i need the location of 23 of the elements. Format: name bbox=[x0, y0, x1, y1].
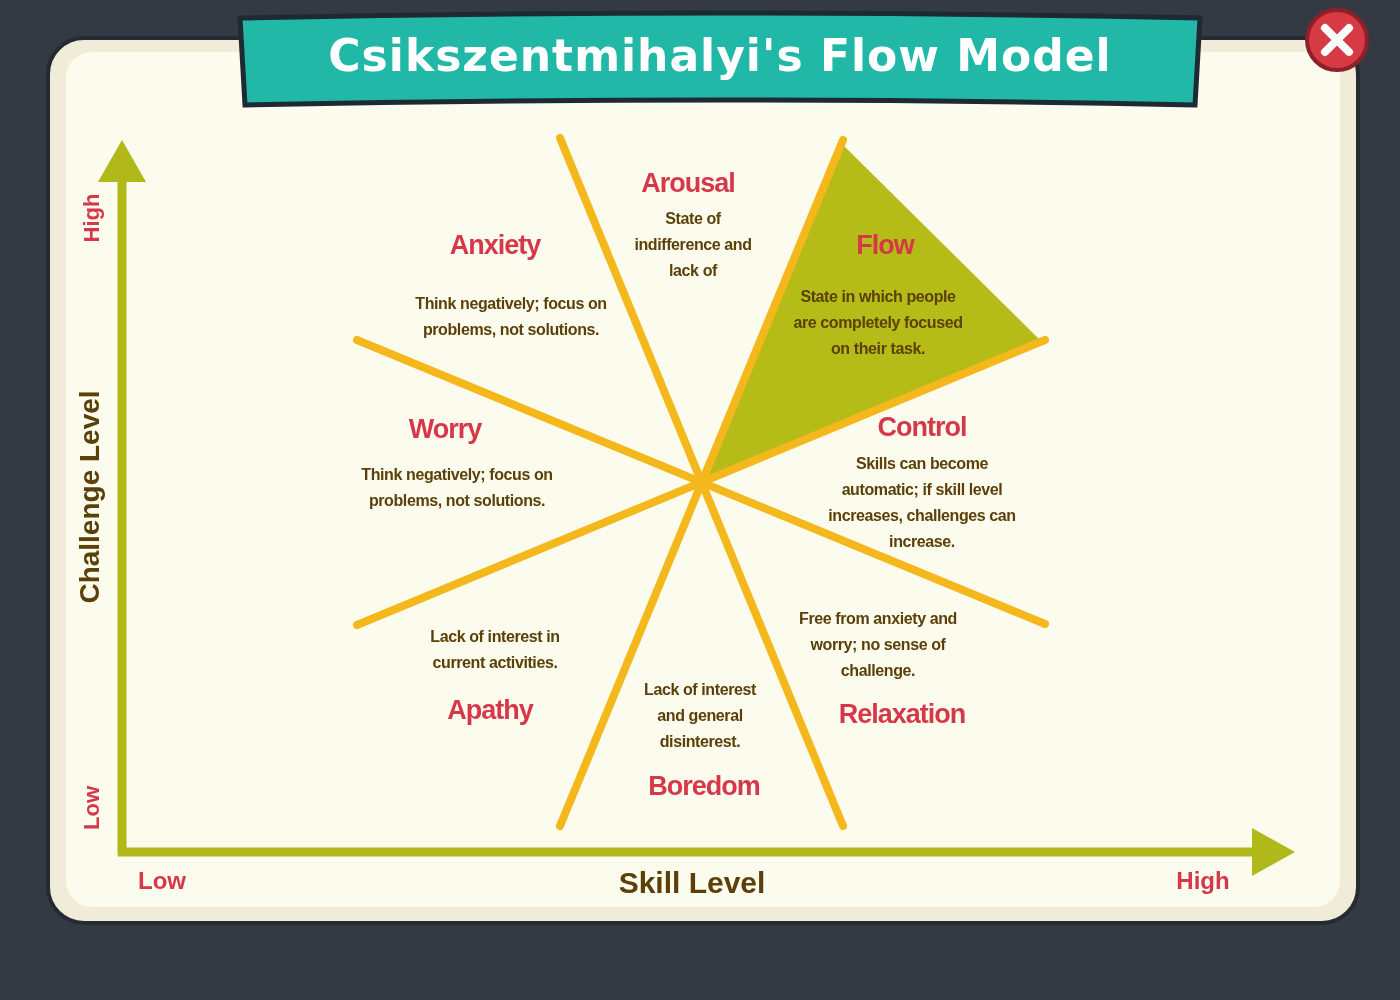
sector-heading: Flow bbox=[856, 229, 914, 261]
sector-heading: Control bbox=[877, 411, 967, 443]
sector-description: Think negatively; focus on problems, not solutions. bbox=[360, 465, 554, 511]
diagram-title: Csikszentmihalyi's Flow Model bbox=[328, 29, 1112, 81]
sector-description: State in which people are completely focused on their task. bbox=[792, 287, 964, 359]
sector-heading: Anxiety bbox=[449, 229, 541, 261]
sector-description: Lack of interest in current activities. bbox=[429, 627, 561, 673]
axis-end-label: Low bbox=[138, 867, 186, 895]
sector-heading: Relaxation bbox=[838, 698, 966, 730]
sector-description: Lack of interest and general disinterest. bbox=[643, 680, 757, 752]
axis-end-label: High bbox=[79, 193, 105, 243]
axis-title: Skill Level bbox=[618, 866, 766, 900]
sector-description: Think negatively; focus on problems, not solutions. bbox=[414, 294, 608, 340]
sector-heading: Worry bbox=[408, 413, 482, 445]
axis-title: Challenge Level bbox=[74, 390, 106, 604]
sector-description: Skills can become automatic; if skill level increases, challenges can increase. bbox=[827, 454, 1017, 552]
sector-heading: Apathy bbox=[447, 694, 533, 726]
axis-end-label: High bbox=[1176, 867, 1230, 895]
sector-heading: Arousal bbox=[641, 167, 735, 199]
axis-end-label: Low bbox=[79, 786, 105, 830]
sector-description: Free from anxiety and worry; no sense of challenge. bbox=[798, 609, 958, 681]
sector-heading: Boredom bbox=[648, 770, 760, 802]
sector-description: State of indifference and lack of bbox=[633, 209, 753, 281]
